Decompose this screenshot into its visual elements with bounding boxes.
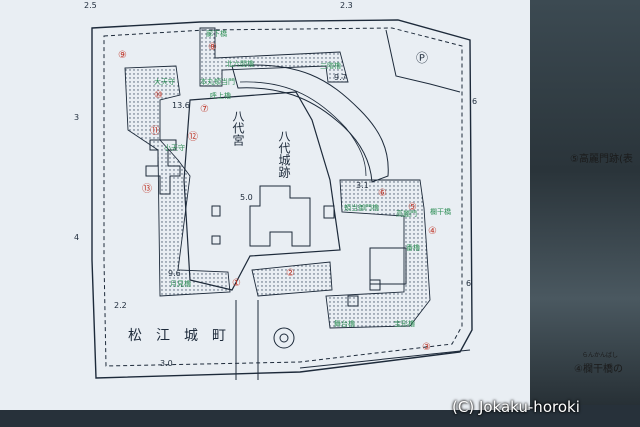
- marker-1: ①: [232, 278, 241, 289]
- background-photo-right: [528, 0, 640, 427]
- elev-13: 6: [466, 279, 471, 288]
- marker-10: ⑩: [154, 90, 163, 101]
- elev-11: 3: [74, 113, 79, 122]
- honmaru-outline: [183, 91, 341, 291]
- label-rankan: 欄干橋: [430, 207, 451, 216]
- road-east: [299, 349, 471, 369]
- marker-12: ⑫: [188, 131, 198, 143]
- label-sumi: 宝形櫓: [394, 319, 415, 328]
- outer-moat-line: [91, 19, 473, 379]
- roundabout: [273, 327, 295, 349]
- inner-moat-curve-2: [239, 81, 367, 177]
- label-otemon: 廊下橋: [206, 29, 227, 38]
- label-korai: 高麗門: [396, 209, 417, 218]
- main-hall: [249, 185, 311, 247]
- label-sankai: 三階櫓: [320, 61, 341, 70]
- map-board: 廊下橋 北六間櫓 三階櫓 本丸頬当門 呼上櫓 大天守 小天守 頬当御門櫓 高麗門…: [0, 0, 530, 410]
- label-tsukimi: 月見櫓: [170, 279, 191, 288]
- marker-7: ⑦: [200, 104, 209, 115]
- marker-3: ③: [422, 342, 431, 353]
- small-building-1: [211, 205, 221, 217]
- road-north-east: [385, 29, 461, 93]
- label-koten: 小天守: [164, 143, 185, 152]
- side-item-4-ruby: らんかんばし: [582, 352, 619, 359]
- castle-map: 廊下橋 北六間櫓 三階櫓 本丸頬当門 呼上櫓 大天守 小天守 頬当御門櫓 高麗門…: [74, 1, 477, 380]
- marker-9: ⑨: [118, 50, 127, 61]
- label-bugyo: 舞台櫓: [334, 319, 355, 328]
- elev-1: 2.5: [84, 1, 97, 10]
- label-ban: 番櫓: [406, 243, 420, 252]
- inner-moat-curve: [231, 64, 389, 183]
- background-photo-bottom: [0, 405, 640, 427]
- elev-5: 5.0: [240, 193, 253, 202]
- stone-wall-east: [325, 179, 431, 329]
- label-town: 松江城町: [128, 328, 240, 344]
- stone-wall-north: [199, 27, 349, 87]
- elev-10: 4: [74, 233, 79, 242]
- marker-4: ④: [428, 226, 437, 237]
- label-hojo: 頬当御門櫓: [344, 203, 379, 212]
- marker-6: ⑥: [378, 188, 387, 199]
- elev-9: 3.0: [160, 359, 173, 368]
- elev-4: 13.6: [172, 101, 190, 110]
- side-panel: ⑤高麗門跡(表 らんかんばし ④欄干橋の: [530, 0, 640, 427]
- side-item-4: ④欄干橋の: [574, 364, 623, 375]
- elev-8: 2.2: [114, 301, 127, 310]
- marker-11: ⑪: [150, 125, 160, 137]
- credit-watermark: (C) Jokaku-horoki: [452, 398, 580, 416]
- marker-2: ②: [286, 268, 295, 279]
- elev-2: 2.3: [340, 1, 353, 10]
- label-castle-site: 八代城跡: [277, 130, 291, 179]
- marker-13: ⑬: [142, 183, 152, 195]
- side-item-5: ⑤高麗門跡(表: [570, 154, 633, 165]
- elev-6: 3.1: [356, 181, 369, 190]
- label-daiten: 大天守: [154, 77, 175, 86]
- small-building-2: [211, 235, 221, 245]
- stone-wall-south: [251, 261, 333, 297]
- elev-12: 6: [472, 97, 477, 106]
- elev-7: 9.6: [168, 269, 181, 278]
- roundabout-center: [279, 333, 289, 343]
- label-yobiage: 呼上櫓: [210, 91, 231, 100]
- marker-8: ⑧: [208, 42, 217, 53]
- stone-wall-west: [124, 65, 231, 297]
- small-building-5: [347, 295, 359, 307]
- east-enclosure: [369, 247, 407, 285]
- elev-3: 9.7: [334, 73, 347, 82]
- parking-icon: Ⓟ: [416, 51, 428, 65]
- label-honmaru: 八代宮: [231, 110, 245, 146]
- label-kitarokken: 北六間櫓: [226, 59, 254, 68]
- label-honmaru-gate: 本丸頬当門: [200, 77, 235, 86]
- shrine-building: [145, 139, 181, 195]
- marker-5: ⑤: [408, 202, 417, 213]
- small-building-3: [323, 205, 335, 219]
- small-building-4: [369, 279, 381, 291]
